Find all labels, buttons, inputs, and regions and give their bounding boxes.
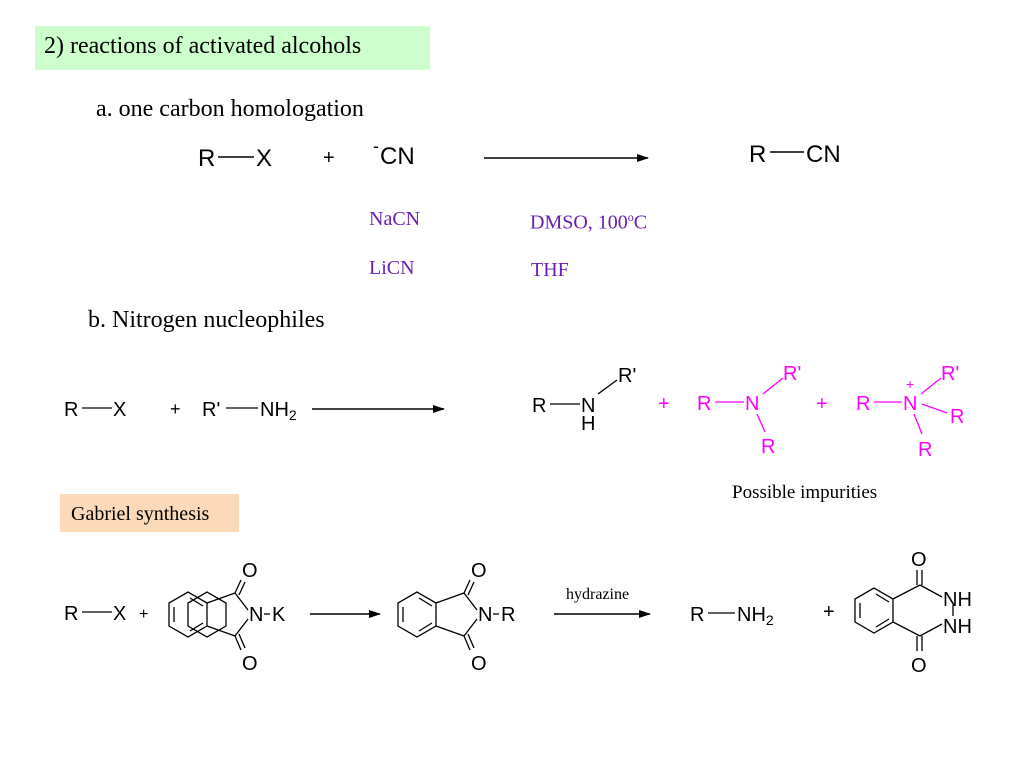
atom-o-top: O bbox=[911, 549, 927, 571]
condition-solvent-1: DMSO, 100oC bbox=[530, 210, 648, 234]
plus-sign: + bbox=[323, 147, 335, 169]
tertiary-amine-impurity: R N R' R bbox=[697, 363, 801, 458]
atom-r2: R bbox=[761, 436, 775, 458]
plus-sign: + bbox=[823, 601, 835, 623]
atom-r-prime: R' bbox=[941, 363, 959, 385]
atom-r: R bbox=[64, 399, 78, 421]
atom-o-bottom: O bbox=[911, 655, 927, 677]
impurities-label: Possible impurities bbox=[732, 482, 878, 503]
atom-h: H bbox=[581, 413, 595, 435]
atom-r-prime: R' bbox=[783, 363, 801, 385]
potassium-phthalimide bbox=[168, 579, 270, 651]
atom-r: R bbox=[749, 141, 766, 168]
atom-r: R bbox=[501, 604, 515, 626]
atom-x: X bbox=[113, 399, 126, 421]
atom-x: X bbox=[256, 145, 272, 172]
cyanide-reagent: - CN bbox=[373, 136, 415, 170]
atom-r-prime: R' bbox=[618, 365, 636, 387]
atom-r-prime: R' bbox=[202, 399, 220, 421]
atom-o-bottom: O bbox=[242, 653, 258, 675]
section-a-heading: a. one carbon homologation bbox=[96, 96, 364, 122]
quaternary-ammonium-impurity: R N + R' R R bbox=[856, 363, 964, 461]
slide-title: 2) reactions of activated alcohols bbox=[44, 33, 362, 59]
atom-n: N bbox=[478, 604, 492, 626]
atom-nh-top: NH bbox=[943, 589, 972, 611]
atom-r: R bbox=[198, 145, 215, 172]
gabriel-box bbox=[60, 494, 239, 532]
nh2-label: NH2 bbox=[737, 604, 774, 628]
plus-sign: + bbox=[170, 399, 181, 419]
atom-r: R bbox=[690, 604, 704, 626]
atom-r: R bbox=[856, 393, 870, 415]
cn-label: CN bbox=[806, 141, 841, 168]
atom-n: N bbox=[581, 395, 595, 417]
atom-r2: R bbox=[950, 406, 964, 428]
cn-label: CN bbox=[380, 143, 415, 170]
hydrazine-label: hydrazine bbox=[566, 586, 630, 603]
gabriel-reactant: R X bbox=[64, 603, 126, 625]
atom-r: R bbox=[64, 603, 78, 625]
section-a-reactant: R X bbox=[198, 145, 272, 172]
section-b-reactant: R X bbox=[64, 399, 126, 421]
atom-k: K bbox=[272, 604, 286, 626]
condition-reagent-2: LiCN bbox=[369, 257, 415, 279]
atom-o-top: O bbox=[242, 560, 258, 582]
atom-r: R bbox=[532, 395, 546, 417]
condition-reagent-1: NaCN bbox=[369, 208, 421, 230]
plus-sign: + bbox=[139, 606, 148, 623]
atom-n: N bbox=[249, 604, 263, 626]
plus-sign-impurity-1: + bbox=[658, 393, 670, 415]
atom-nh-bottom: NH bbox=[943, 616, 972, 638]
atom-r3: R bbox=[918, 439, 932, 461]
atom-n: N bbox=[745, 393, 759, 415]
atom-o-bottom: O bbox=[471, 653, 487, 675]
condition-solvent-2: THF bbox=[531, 259, 569, 281]
phthalhydrazide bbox=[854, 570, 954, 651]
negative-charge: - bbox=[373, 136, 379, 156]
gabriel-label: Gabriel synthesis bbox=[71, 503, 210, 525]
positive-charge: + bbox=[906, 376, 914, 392]
nitrile-product: R CN bbox=[749, 141, 841, 168]
primary-amine-product: R NH2 bbox=[690, 604, 774, 628]
section-b-heading: b. Nitrogen nucleophiles bbox=[88, 307, 325, 333]
primary-amine: R' NH2 bbox=[202, 399, 297, 423]
title-box bbox=[35, 26, 430, 70]
atom-o-top: O bbox=[471, 560, 487, 582]
atom-x: X bbox=[113, 603, 126, 625]
plus-sign-impurity-2: + bbox=[816, 393, 828, 415]
atom-r: R bbox=[697, 393, 711, 415]
n-alkyl-phthalimide bbox=[397, 579, 499, 651]
secondary-amine-product: R N H R' bbox=[532, 365, 636, 435]
nh2-label: NH2 bbox=[260, 399, 297, 423]
atom-n: N bbox=[903, 393, 917, 415]
